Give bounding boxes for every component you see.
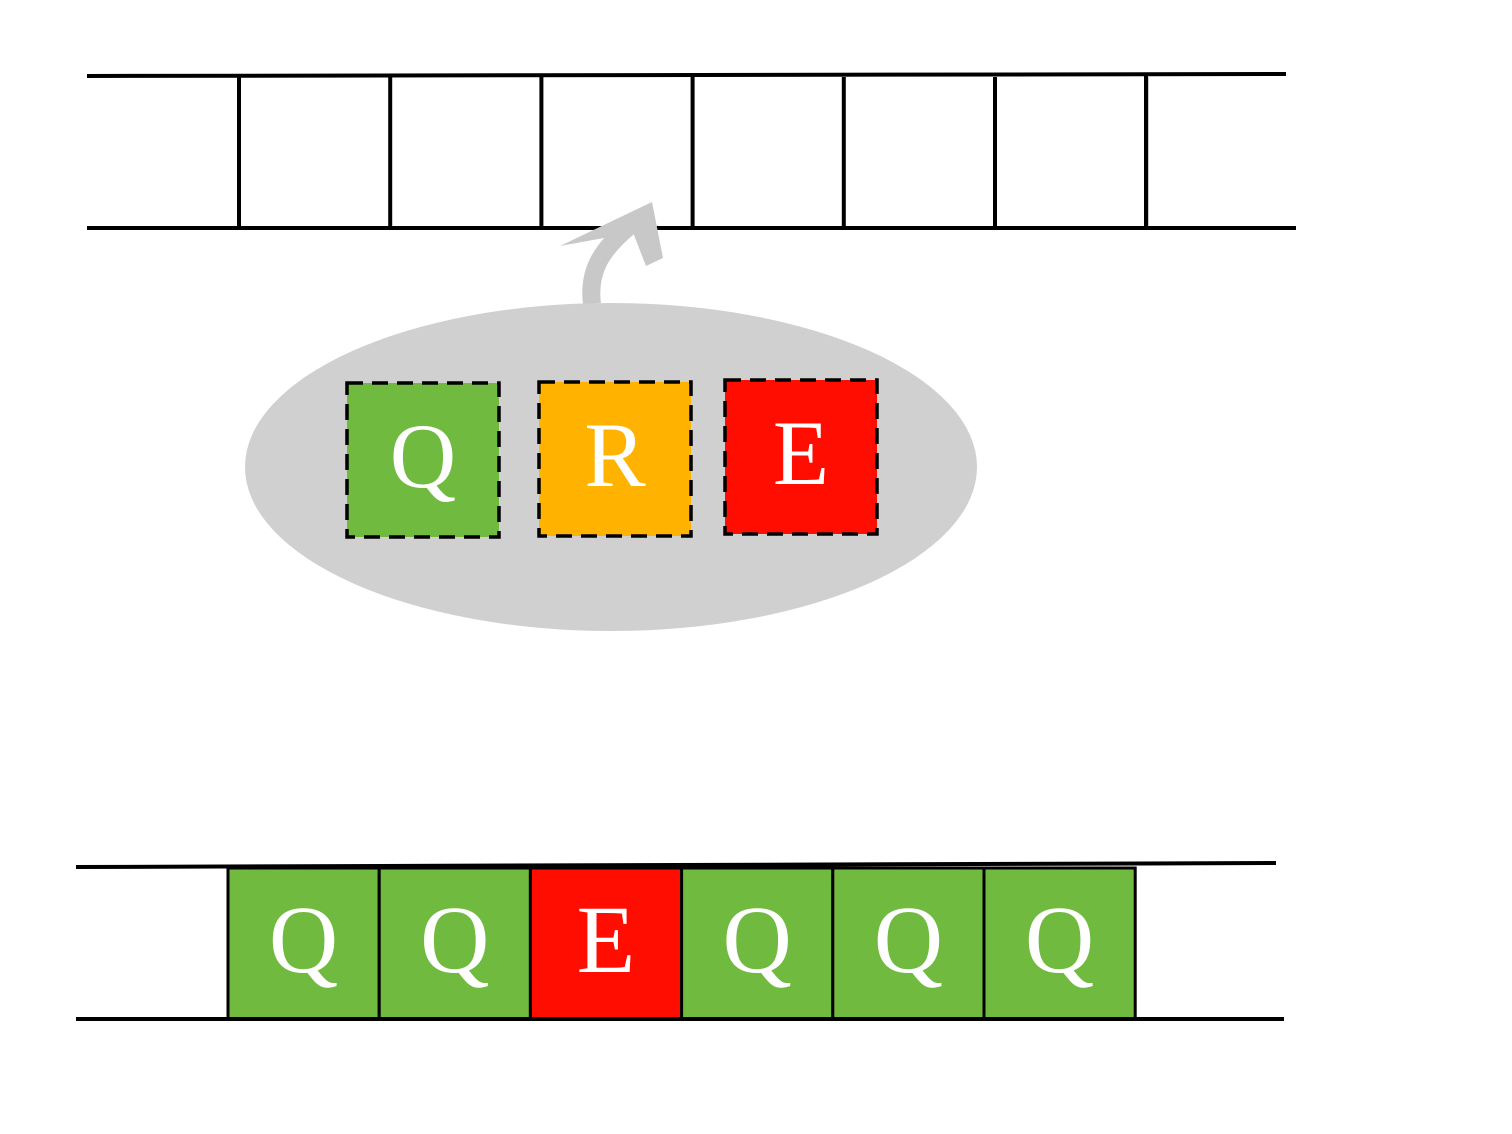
insert-arrow <box>560 202 663 306</box>
top-track <box>86 72 1296 230</box>
track-cell: Q <box>377 866 532 1021</box>
track-cell: Q <box>226 866 381 1021</box>
candidate-block: R <box>537 380 693 538</box>
top-track-upper-rail <box>86 72 1287 78</box>
track-cell-fill <box>680 866 835 1021</box>
arrow-head <box>560 202 663 266</box>
track-cell: E <box>528 866 684 1021</box>
candidate-block-fill <box>345 381 501 539</box>
track-cell-label: E <box>577 886 636 993</box>
candidate-block-fill <box>723 378 879 536</box>
track-cell-label: Q <box>269 886 338 993</box>
track-cell: Q <box>680 866 835 1021</box>
track-cell-fill <box>982 866 1137 1021</box>
track-cell-label: Q <box>874 886 943 993</box>
candidate-block: E <box>723 378 879 536</box>
track-cell-label: Q <box>723 886 792 993</box>
candidate-block: Q <box>345 381 501 539</box>
bottom-track-upper-rail <box>75 861 1277 869</box>
track-cell-fill <box>377 866 532 1021</box>
track-cell: Q <box>831 866 986 1021</box>
track-cell: Q <box>982 866 1137 1021</box>
track-cell-label: Q <box>420 886 489 993</box>
candidate-block-label: R <box>584 404 646 506</box>
track-cell-label: Q <box>1025 886 1094 993</box>
top-track-dividers <box>237 76 1149 228</box>
candidate-block-label: E <box>773 402 829 504</box>
candidate-block-label: Q <box>390 405 456 507</box>
candidate-block-fill <box>537 380 693 538</box>
track-cell-fill <box>528 866 684 1021</box>
